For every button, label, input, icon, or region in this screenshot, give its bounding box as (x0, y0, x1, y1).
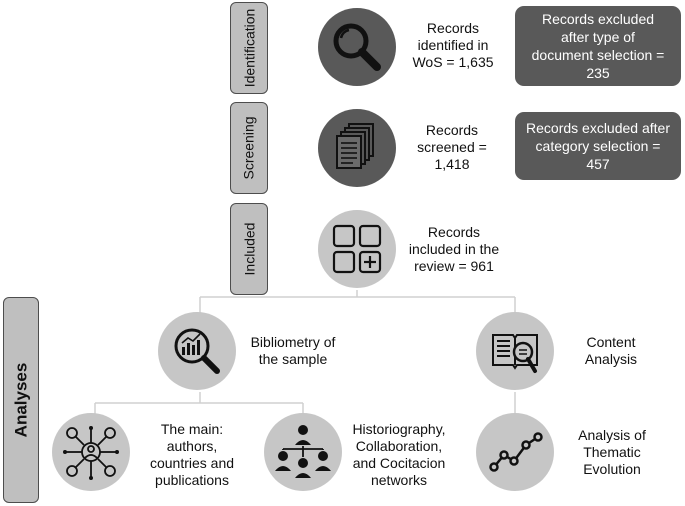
bibliometry-text: Bibliometry of the sample (250, 334, 336, 367)
main-authors-circle (52, 413, 130, 491)
excluded-category-box: Records excluded after category selectio… (515, 112, 681, 180)
networks-circle (264, 413, 342, 491)
magnifier-icon (333, 23, 381, 71)
stage-label-included-text: Included (241, 222, 257, 276)
stage-label-identification-text: Identification (241, 8, 258, 88)
records-included-text: Records included in the review = 961 (408, 224, 500, 274)
bibliometry-circle (158, 312, 236, 390)
included-circle (318, 210, 396, 288)
identification-circle (318, 8, 396, 86)
stage-label-screening-text: Screening (241, 116, 258, 180)
stage-label-identification: Identification (230, 2, 268, 94)
content-analysis-text: Content Analysis (584, 334, 638, 367)
chart-magnifier-icon (174, 328, 220, 374)
stage-label-analyses: Analyses (3, 297, 39, 503)
stage-label-screening: Screening (230, 102, 268, 194)
networks-text: Historiography, Collaboration, and Cocit… (352, 421, 446, 488)
excluded-document-type-box: Records excluded after type of document … (515, 6, 681, 86)
thematic-evolution-text: Analysis of Thematic Evolution (578, 427, 646, 477)
documents-stack-icon (336, 123, 374, 169)
book-magnifier-icon (492, 334, 538, 373)
stage-label-analyses-text: Analyses (11, 362, 31, 438)
grid-plus-icon (332, 224, 382, 274)
thematic-evolution-circle (476, 413, 554, 491)
network-people-icon (63, 426, 119, 480)
org-hierarchy-icon (275, 425, 331, 478)
main-authors-text: The main: authors, countries and publica… (149, 421, 235, 488)
screening-circle (318, 109, 396, 187)
stage-label-included: Included (230, 203, 268, 295)
records-identified-text: Records identified in WoS = 1,635 (412, 20, 494, 70)
content-analysis-circle (476, 312, 554, 390)
records-screened-text: Records screened = 1,418 (417, 122, 487, 172)
trend-line-icon (489, 432, 543, 472)
